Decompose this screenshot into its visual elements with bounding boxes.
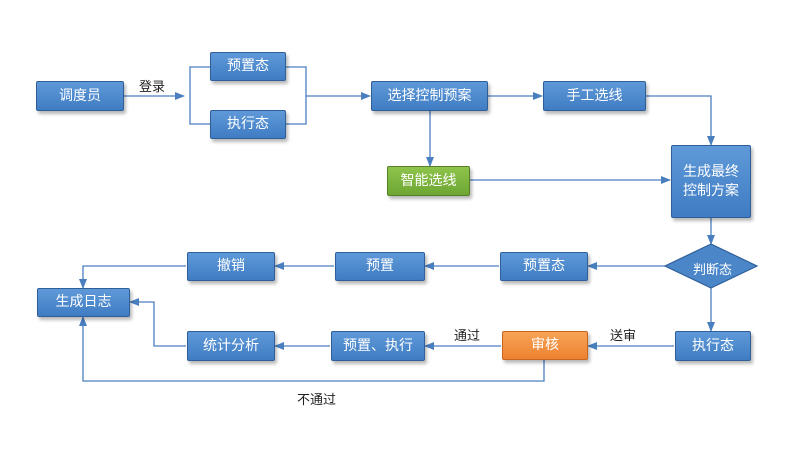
execute-state-node[interactable]: 执行态	[210, 110, 286, 139]
final-plan-node[interactable]: 生成最终控制方案	[671, 145, 751, 218]
log-node[interactable]: 生成日志	[37, 288, 130, 317]
fail-label: 不通过	[297, 393, 337, 408]
edge-manual-final	[646, 95, 715, 146]
judge-state-diamond[interactable]	[663, 243, 759, 289]
send-review-label: 送审	[610, 329, 637, 344]
execute-state-node-2[interactable]: 执行态	[675, 331, 751, 361]
edge-login-bracket	[189, 66, 210, 125]
review-node[interactable]: 审核	[502, 331, 588, 360]
preset-state-node-2[interactable]: 预置态	[500, 252, 588, 281]
select-plan-node[interactable]: 选择控制预案	[371, 81, 488, 111]
pass-label: 通过	[454, 329, 481, 344]
edge-states-bracket	[286, 66, 307, 125]
dispatcher-node[interactable]: 调度员	[36, 81, 124, 111]
edge-stats-log	[129, 298, 186, 347]
stats-node[interactable]: 统计分析	[187, 331, 275, 361]
edge-review-log-fail	[79, 316, 545, 382]
preset-execute-node[interactable]: 预置、执行	[331, 331, 425, 361]
preset-state-node[interactable]: 预置态	[210, 52, 286, 81]
smart-select-node[interactable]: 智能选线	[387, 166, 470, 196]
preset-node[interactable]: 预置	[335, 252, 425, 281]
login-label: 登录	[139, 80, 166, 95]
revoke-node[interactable]: 撤销	[187, 252, 275, 281]
manual-select-node[interactable]: 手工选线	[543, 81, 646, 111]
edge-revoke-log	[79, 265, 186, 289]
judge-state-label: 判断态	[693, 263, 733, 278]
